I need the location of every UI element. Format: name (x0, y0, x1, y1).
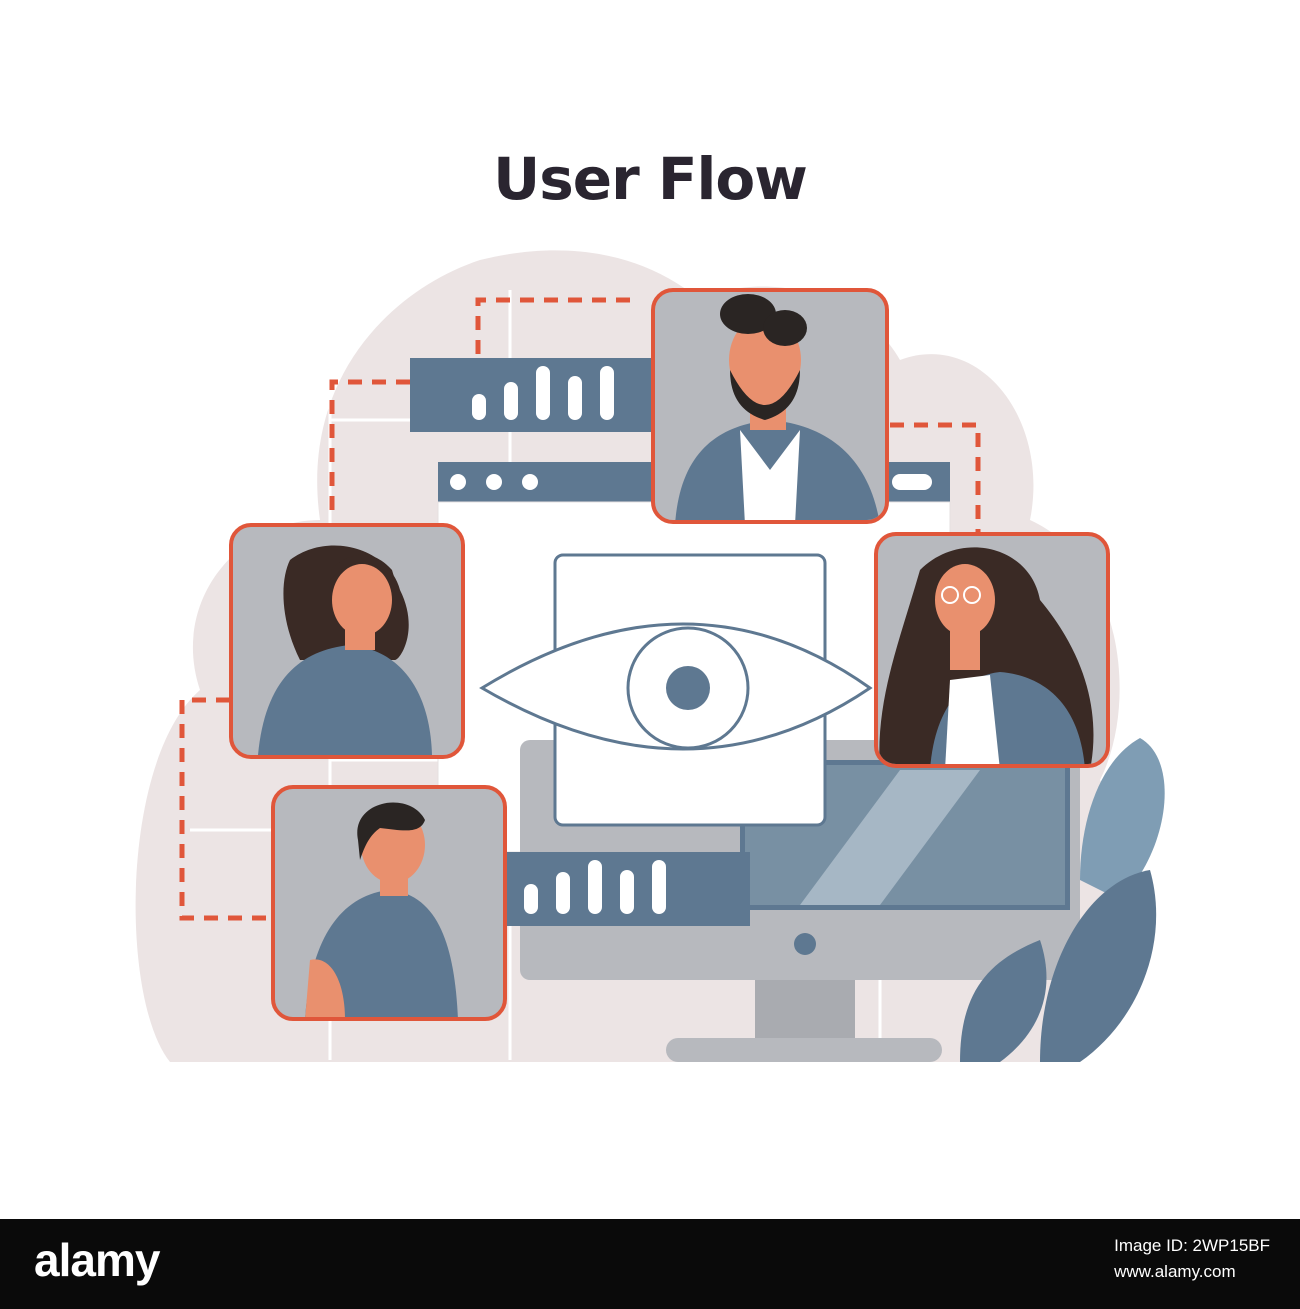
browser-dot (450, 474, 466, 490)
browser-dot (486, 474, 502, 490)
browser-dot (522, 474, 538, 490)
footer-bar: alamy Image ID: 2WP15BF www.alamy.com (0, 1219, 1300, 1309)
user-card-woman-left (229, 523, 465, 759)
footer-url: www.alamy.com (1114, 1262, 1236, 1281)
bar-chart-icon (410, 358, 698, 432)
image-id: Image ID: 2WP15BF (1114, 1236, 1270, 1255)
footer-info: Image ID: 2WP15BF www.alamy.com (1114, 1233, 1270, 1285)
eye-icon (479, 553, 873, 827)
flow-connectors (179, 297, 981, 921)
user-card-man-bottom (271, 785, 507, 1021)
monitor-power-button (794, 933, 816, 955)
leaf-icon (960, 738, 1165, 1062)
user-card-woman-glasses (874, 532, 1110, 768)
bar-chart-icon (462, 852, 750, 926)
brand-logo: alamy (34, 1234, 160, 1286)
user-flow-illustration (135, 250, 1165, 1063)
user-card-man-beard (651, 288, 889, 524)
page-title: User Flow (493, 145, 808, 213)
